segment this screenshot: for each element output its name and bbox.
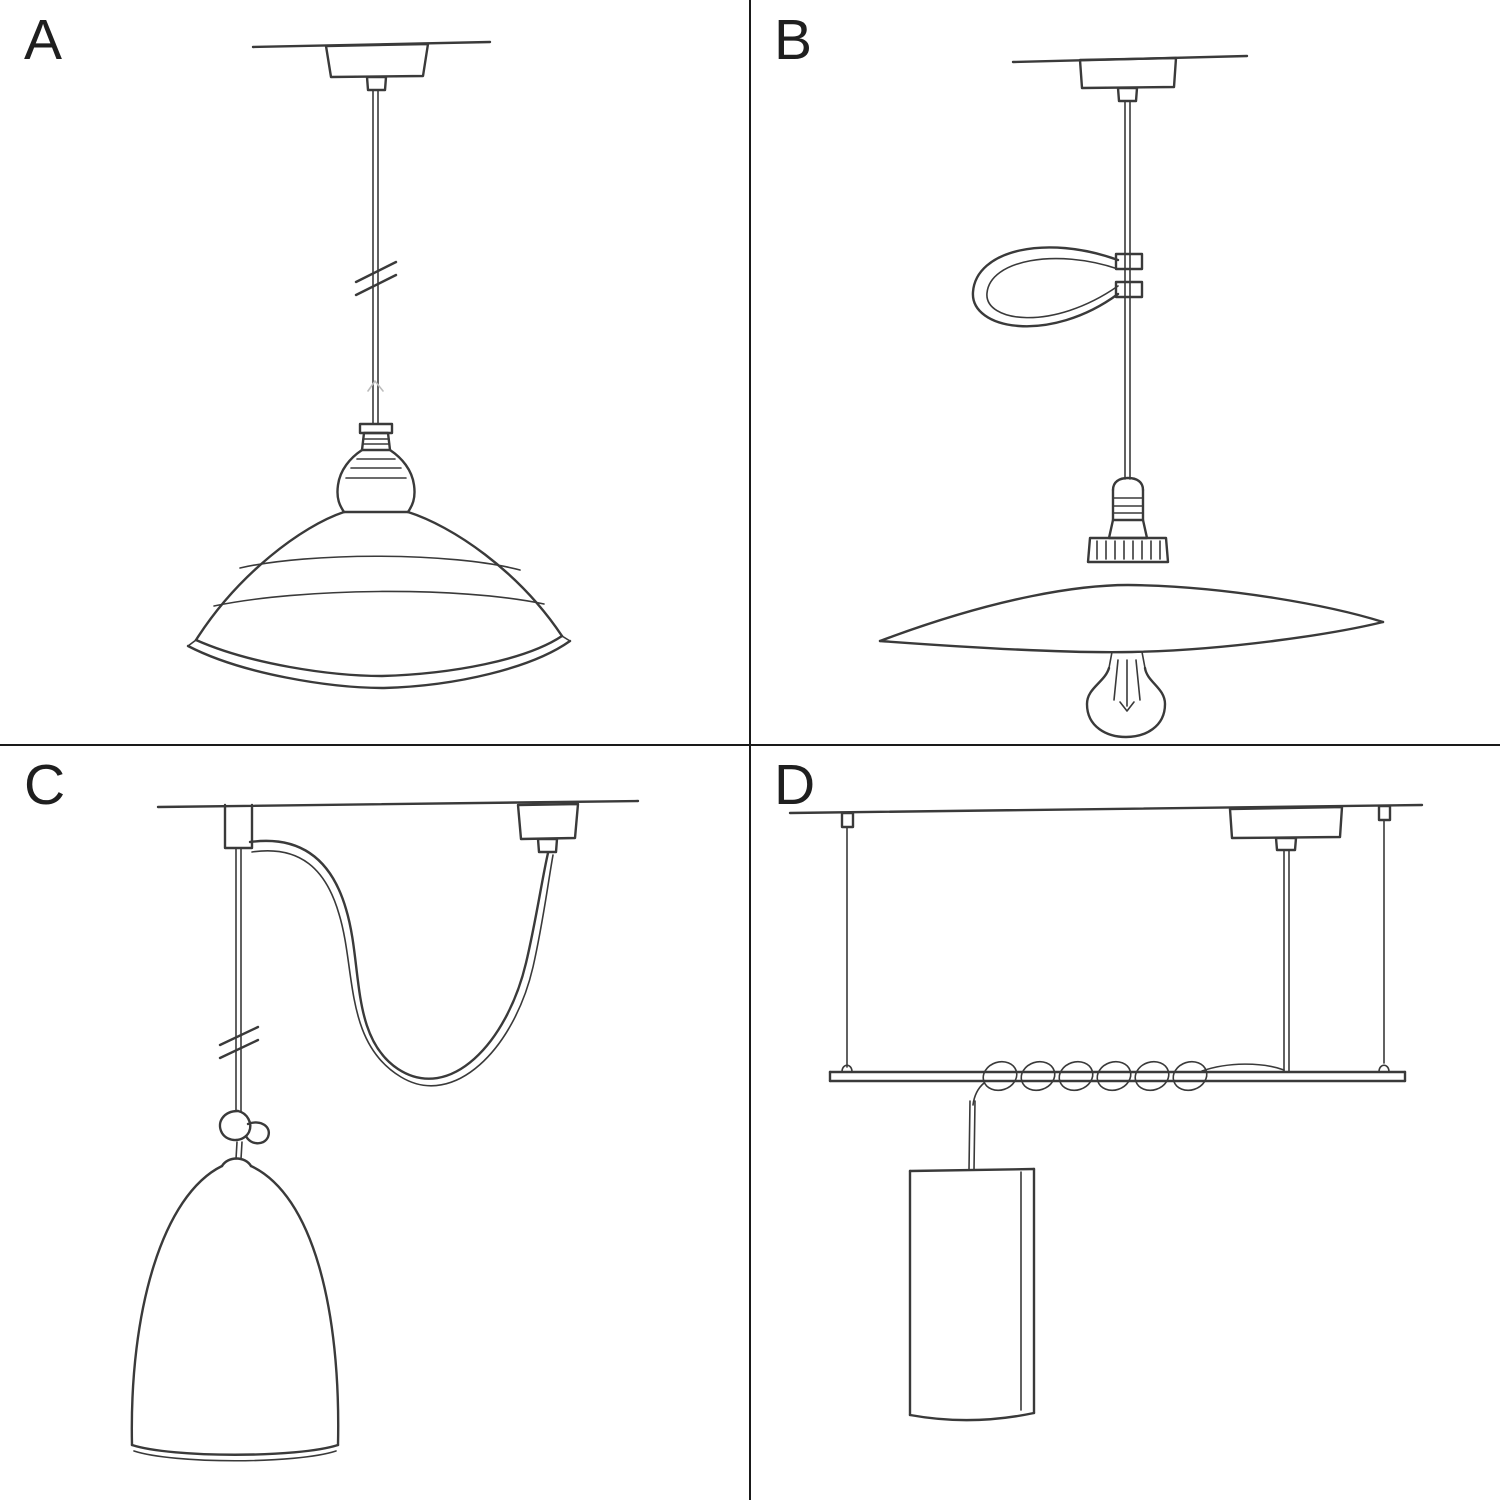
panel-b-label: B [774,8,814,72]
pendant-cord-b [1124,100,1131,480]
pendant-cord-industrial-shade-sketch [186,40,572,690]
flat-plate-shade-b [878,583,1385,654]
ceiling-mount-a [251,40,492,92]
ceiling-mount-b [1011,54,1249,103]
pendant-cord-a [354,89,398,425]
tube-pendant-d [908,1167,1036,1422]
panel-a-label: A [24,8,64,72]
panel-b: B [750,0,1500,745]
drop-cord-c [218,847,260,1112]
lamp-holder-b [1086,476,1170,564]
horizontal-divider [0,744,1500,746]
vertical-divider [749,0,751,1500]
lamp-holder-a [336,422,416,514]
swag-hook-pendant-bell-shade-sketch [130,799,640,1462]
suspended-bar-wrapped-cord-tube-pendant-sketch [788,803,1424,1422]
bell-shade-c [130,1157,340,1462]
light-bulb-b [1085,651,1167,739]
panel-c-label: C [24,753,67,817]
panel-c: C [0,745,750,1500]
ceiling-line-c [156,799,640,809]
suspension-cables-d [840,804,1392,1073]
pendant-swag-hook-flat-shade-exposed-bulb-sketch [878,54,1385,739]
center-stem-d [1283,849,1290,1073]
panel-d-label: D [774,753,817,817]
industrial-shade-a [186,510,572,690]
drop-cord-d [968,1100,976,1171]
horizontal-bar-d [828,1070,1407,1083]
swag-cable-c [248,839,554,1087]
ceiling-rose-d [1228,805,1344,852]
ceiling-rose-c [516,802,580,854]
swag-hook-bracket-c [223,803,254,850]
cord-knot-c [218,1109,271,1160]
wrapped-cord-coils-d [972,1060,1285,1106]
panel-a: A [0,0,750,745]
swag-hook-clip-b [971,246,1144,328]
panel-d: D [750,745,1500,1500]
